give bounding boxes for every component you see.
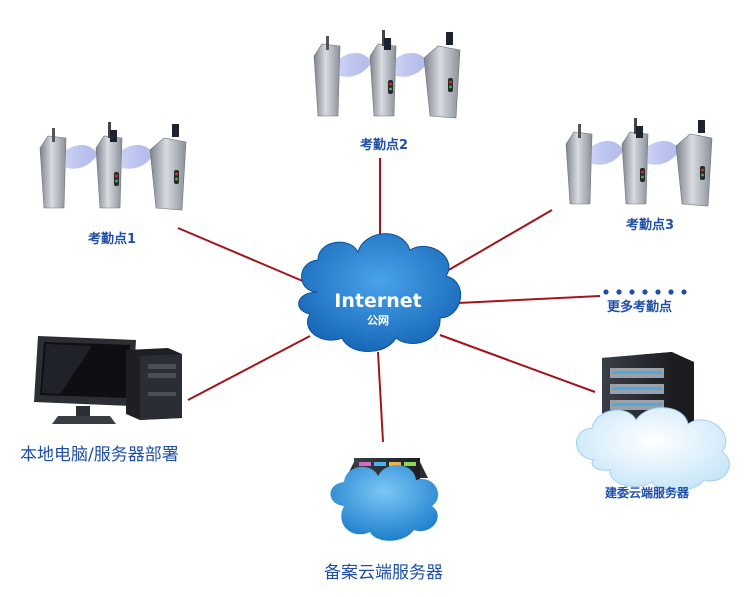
link-more bbox=[457, 295, 601, 304]
internet-cloud-icon bbox=[298, 233, 462, 352]
local-deploy-label: 本地电脑/服务器部署 bbox=[20, 445, 179, 465]
site1-label: 考勤点1 bbox=[88, 232, 137, 247]
link-site3 bbox=[439, 209, 553, 276]
turnstile-gates-icon-site3 bbox=[565, 117, 713, 207]
turnstile-gates-icon-site1 bbox=[39, 121, 187, 211]
gov-cloud-label: 建委云端服务器 bbox=[605, 486, 690, 500]
desktop-computer-icon bbox=[34, 336, 182, 424]
link-gov-cloud bbox=[439, 334, 596, 393]
record-cloud-label: 备案云端服务器 bbox=[324, 563, 443, 583]
dots-icon bbox=[603, 289, 687, 295]
link-local bbox=[187, 335, 311, 401]
internet-title: Internet bbox=[334, 290, 422, 312]
link-record-cloud bbox=[377, 351, 384, 443]
turnstile-gates-icon-site2 bbox=[313, 29, 461, 119]
link-site1 bbox=[177, 227, 306, 283]
site3-label: 考勤点3 bbox=[626, 218, 675, 233]
internet-subtitle: 公网 bbox=[367, 314, 389, 327]
site2-label: 考勤点2 bbox=[360, 138, 409, 153]
internet-hub-text: Internet 公网 bbox=[316, 290, 440, 328]
more-sites-label: 更多考勤点 bbox=[607, 300, 673, 315]
cloud-server-rack-icon bbox=[330, 458, 439, 541]
connection-lines bbox=[177, 158, 601, 443]
cloud-server-tower-icon bbox=[576, 352, 730, 492]
